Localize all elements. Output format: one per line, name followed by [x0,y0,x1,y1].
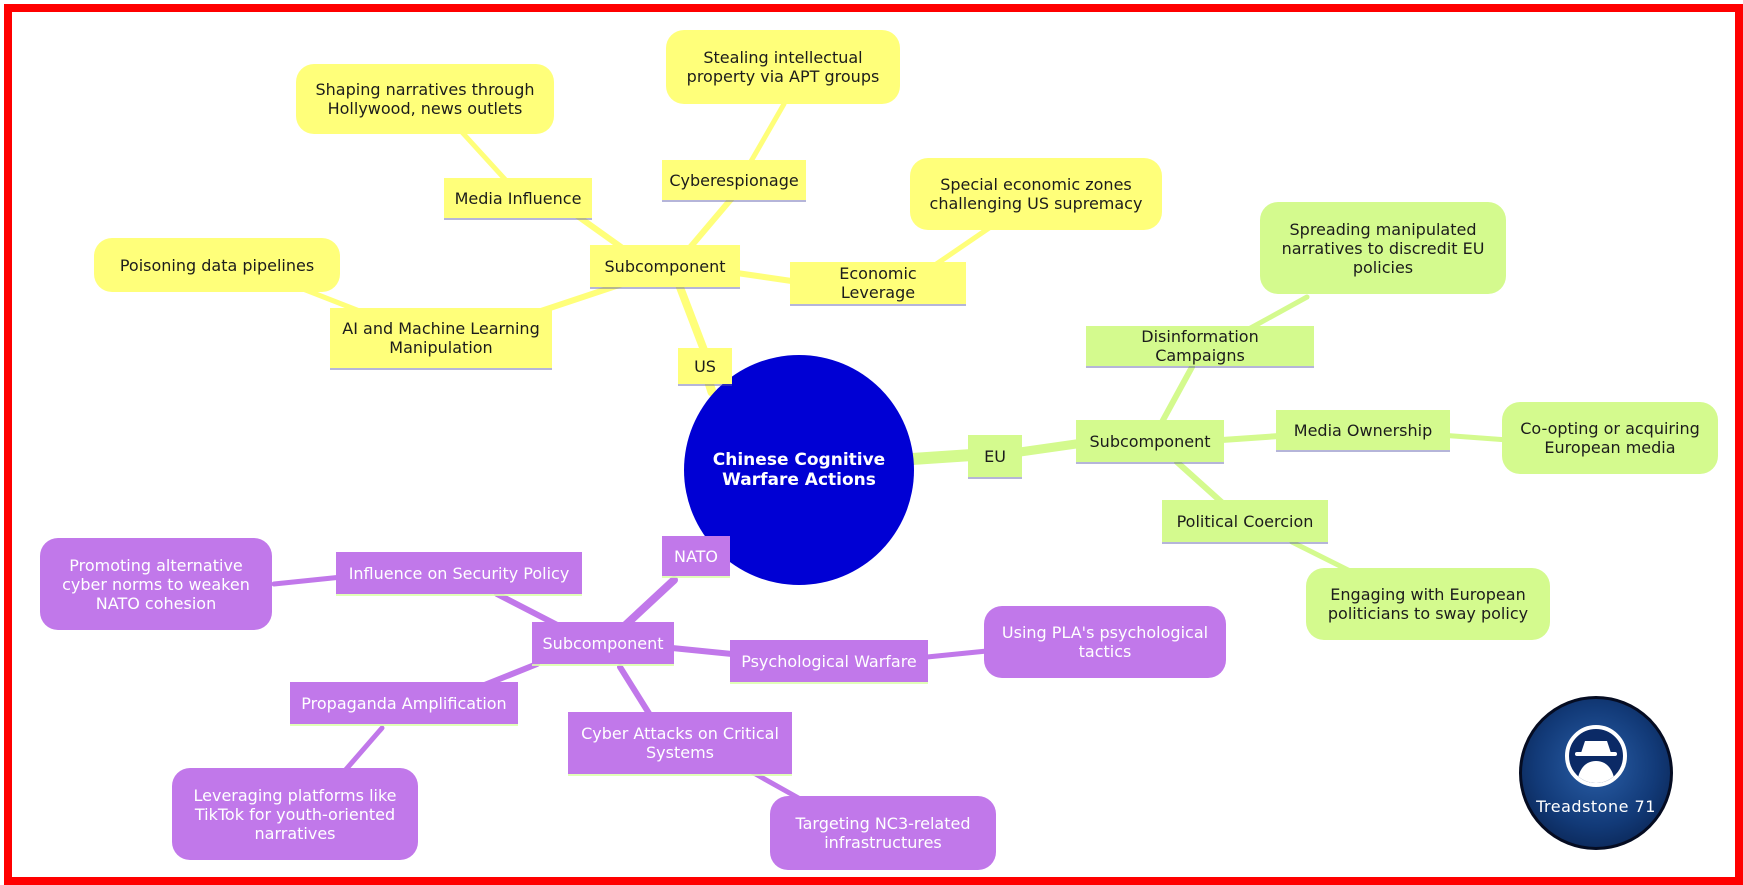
link-mediaown-leaf [1437,432,1511,443]
psychological-warfare-node: Psychological Warfare [730,640,928,682]
spy-icon [1565,725,1627,787]
security-policy-leaf: Promoting alternative cyber norms to wea… [40,538,272,630]
link-prop-leaf [339,725,385,777]
root-label: Chinese Cognitive Warfare Actions [712,450,886,490]
us-subcomponent-node: Subcomponent [590,245,740,287]
link-media-leaf [457,127,515,190]
political-coercion-node: Political Coercion [1162,500,1328,542]
treadstone-logo: Treadstone 71 [1519,696,1673,850]
cyber-attacks-leaf: Targeting NC3-related infrastructures [770,796,996,870]
media-influence-node: Media Influence [444,178,592,218]
link-cyberatt-leaf [749,769,805,803]
media-ownership-leaf: Co-opting or acquiring European media [1502,402,1718,474]
ai-ml-leaf: Poisoning data pipelines [94,238,340,292]
ai-ml-node: AI and Machine Learning Manipulation [330,308,552,368]
propaganda-node: Propaganda Amplification [290,682,518,724]
link-cyber-leaf [743,101,787,173]
link-sub-disinfo [1159,364,1195,425]
link-disinfo-leaf [1244,294,1310,333]
cyberespionage-node: Cyberespionage [662,160,806,200]
security-policy-node: Influence on Security Policy [336,552,582,594]
media-influence-leaf: Shaping narratives through Hollywood, ne… [296,64,554,134]
link-sub-cyberatt [617,664,653,718]
political-coercion-leaf: Engaging with European politicians to sw… [1306,568,1550,640]
link-us-sub [674,278,708,354]
cyber-attacks-node: Cyber Attacks on Critical Systems [568,712,792,774]
eu-subcomponent-node: Subcomponent [1076,420,1224,462]
link-sub-coercion [1174,459,1230,510]
psychological-warfare-leaf: Using PLA's psychological tactics [984,606,1226,678]
economic-leverage-node: Economic Leverage [790,262,966,304]
propaganda-leaf: Leveraging platforms like TikTok for you… [172,768,418,860]
disinformation-node: Disinformation Campaigns [1086,326,1314,366]
nato-node: NATO [662,536,730,576]
nato-subcomponent-node: Subcomponent [532,622,674,664]
media-ownership-node: Media Ownership [1276,410,1450,450]
link-econ-leaf [929,223,995,270]
cyberespionage-leaf: Stealing intellectual property via APT g… [666,30,900,104]
logo-text: Treadstone 71 [1536,797,1656,816]
link-secpol-leaf [271,574,345,587]
disinformation-leaf: Spreading manipulated narratives to disc… [1260,202,1506,294]
economic-leverage-leaf: Special economic zones challenging US su… [910,158,1162,230]
us-node: US [678,348,732,384]
diagram-frame: Chinese Cognitive Warfare Actions US Sub… [4,4,1743,885]
eu-node: EU [968,435,1022,477]
